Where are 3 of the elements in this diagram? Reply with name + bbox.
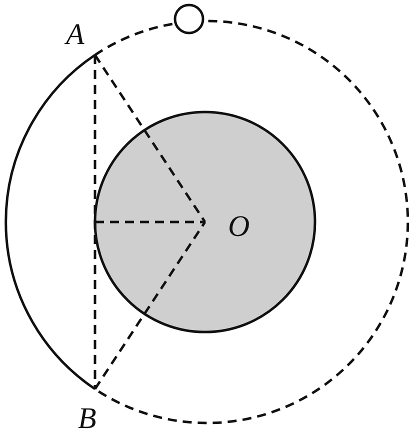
center-label: O [228,212,250,242]
point-label: B [78,404,96,434]
point-label: A [66,20,84,50]
